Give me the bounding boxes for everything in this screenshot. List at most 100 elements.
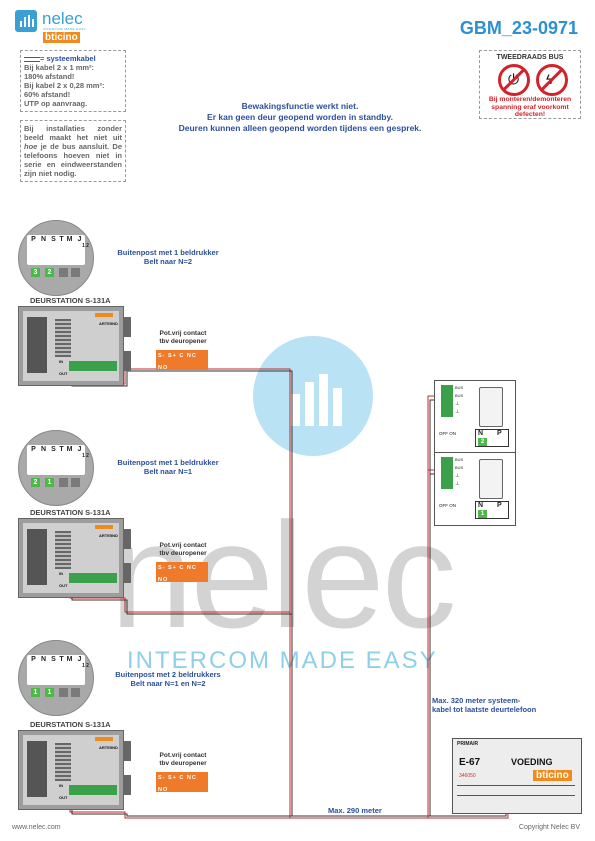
post-label-line: Belt naar N=1 en N=2 xyxy=(130,679,206,688)
relay-pin-labels: S- S+ C NC NO xyxy=(158,565,197,583)
dip-setting-empty xyxy=(71,688,80,697)
dip-label: S xyxy=(51,656,56,663)
dip-setting-empty xyxy=(59,478,68,487)
n-label: N xyxy=(478,502,484,509)
main-message-line: Er kan geen deur geopend worden in stand… xyxy=(207,112,393,122)
logo-tagline: INTERCOM MADE EASY xyxy=(43,27,87,31)
dip-switch xyxy=(27,655,85,685)
dip-label: N xyxy=(40,446,47,453)
dip-label: N xyxy=(40,236,47,243)
door-station-panel: IN OUT ARTE5ND xyxy=(18,306,131,386)
dip-label: M xyxy=(66,656,73,663)
panel-model-label: ARTE5ND xyxy=(99,321,118,326)
post-label: Buitenpost met 1 beldrukker Belt naar N=… xyxy=(98,458,238,476)
relay-terminal-block: S- S+ C NC NO xyxy=(156,562,208,583)
panel-model-label: ARTE5ND xyxy=(99,745,118,750)
relay-label-line: tbv deuropener xyxy=(159,550,207,557)
relay-pin-labels: S- S+ C NC NO xyxy=(158,353,197,371)
post-label-line: Buitenpost met 1 beldrukker xyxy=(117,458,219,467)
installation-note: Bij installaties zonder beeld maakt het … xyxy=(20,120,126,182)
dip-label: J xyxy=(77,236,82,243)
cable-note-line: Bij kabel 2 x 0,28 mm²: xyxy=(24,81,105,90)
power-supply-unit: PRIMAIR E-67 VOEDING 346050 bticino xyxy=(452,738,582,814)
p-label: P xyxy=(497,430,502,437)
main-message-line: Deuren kunnen alleen geopend worden tijd… xyxy=(178,123,422,133)
panel-out-label: OUT xyxy=(59,795,68,800)
cable-note-line: UTP op aanvraag. xyxy=(24,99,88,108)
phone-terminal-label: BUS xyxy=(455,457,464,462)
handset-icon xyxy=(479,387,503,427)
indoor-telephone: BUS BUS ⊥ ⊥ OFF ON N P 2 xyxy=(434,380,516,454)
warning-box: TWEEDRAADS BUS ⏻ ϟ Bij monteren/demonter… xyxy=(479,50,581,119)
post-label-line: Buitenpost met 1 beldrukker xyxy=(117,248,219,257)
phone-terminal-label: ⊥ xyxy=(455,481,460,487)
installation-note-emphasis: hoe xyxy=(24,142,38,151)
dip-label: S xyxy=(51,446,56,453)
dip-label: N xyxy=(40,656,47,663)
phone-terminal-label: BUS xyxy=(455,465,464,470)
relay-label: Pot.vrij contact tbv deuropener xyxy=(148,330,218,346)
psu-terminal-strip xyxy=(457,785,575,796)
dip-setting-empty xyxy=(59,688,68,697)
dip-setting-p: 3 xyxy=(31,268,40,277)
dip-label: J xyxy=(77,656,82,663)
dip-label: P xyxy=(31,236,36,243)
dip-setting-n: 1 xyxy=(45,688,54,697)
dip-label: J xyxy=(77,446,82,453)
phone-terminal-block xyxy=(441,457,453,489)
installation-note-text: je de bus aansluit. De telefoons hoeven … xyxy=(24,142,122,178)
station-title: DEURSTATION S-131A xyxy=(30,720,111,729)
relay-terminal-block: S- S+ C NC NO xyxy=(156,350,208,371)
cable-note-line: Bij kabel 2 x 1 mm²: xyxy=(24,63,95,72)
psu-code: 346050 xyxy=(459,773,476,779)
max-distance-label: Max. 290 meter xyxy=(328,806,382,815)
dip-label: M xyxy=(66,446,73,453)
panel-model-label: ARTE5ND xyxy=(99,533,118,538)
indoor-telephone: BUS BUS ⊥ ⊥ OFF ON N P 1 xyxy=(434,452,516,526)
dip-setting-p: 2 xyxy=(31,478,40,487)
relay-label-line: Pot.vrij contact xyxy=(159,542,207,549)
bus-wire-station-3-return xyxy=(71,802,430,817)
dip-label: 2 xyxy=(86,663,89,669)
station-title: DEURSTATION S-131A xyxy=(30,508,111,517)
relay-label-line: Pot.vrij contact xyxy=(159,330,207,337)
relay-pin-labels: S- S+ C NC NO xyxy=(158,775,197,793)
off-on-switch: OFF ON xyxy=(439,431,456,436)
relay-label-line: tbv deuropener xyxy=(159,760,207,767)
dip-label: M xyxy=(66,236,73,243)
dip-label: 1 xyxy=(82,663,85,669)
bticino-logo: bticino xyxy=(43,32,80,43)
phone-terminal-label: ⊥ xyxy=(455,409,460,415)
dip-label: S xyxy=(51,236,56,243)
max-system-cable-note: Max. 320 meter systeem- kabel tot laatst… xyxy=(432,696,536,714)
dip-label: T xyxy=(59,446,64,453)
panel-in-label: IN xyxy=(59,359,63,364)
psu-name: VOEDING xyxy=(511,757,553,767)
phone-terminal-block xyxy=(441,385,453,417)
door-station-panel: IN OUT ARTE5ND xyxy=(18,518,131,598)
no-plug-icon: ⏻ xyxy=(498,64,530,96)
dip-setting-p: 1 xyxy=(31,688,40,697)
relay-label: Pot.vrij contact tbv deuropener xyxy=(148,542,218,558)
door-station-panel: IN OUT ARTE5ND xyxy=(18,730,131,810)
dip-label: 2 xyxy=(86,453,89,459)
main-message-line: Bewakingsfunctie werkt niet. xyxy=(241,101,359,111)
footer-copyright: Copyright Nelec BV xyxy=(518,824,580,831)
footer-website[interactable]: www.nelec.com xyxy=(12,824,61,831)
nelec-logo-icon xyxy=(15,10,37,32)
no-power-icon: ϟ xyxy=(536,64,568,96)
main-message: Bewakingsfunctie werkt niet. Er kan geen… xyxy=(120,101,480,134)
button-coding-panel: P N S T M J 1 2 3 2 xyxy=(18,220,94,296)
psu-brand-logo: bticino xyxy=(533,770,572,781)
relay-label-line: tbv deuropener xyxy=(159,338,207,345)
button-coding-panel: P N S T M J 1 2 2 1 xyxy=(18,430,94,506)
cable-note: = systeemkabel Bij kabel 2 x 1 mm²: 180%… xyxy=(20,50,126,112)
dip-setting-n: 2 xyxy=(45,268,54,277)
cable-note-line: 180% afstand! xyxy=(24,72,75,81)
post-label: Buitenpost met 1 beldrukker Belt naar N=… xyxy=(98,248,238,266)
dip-label: T xyxy=(59,656,64,663)
installation-note-text: Bij installaties zonder beeld maakt het … xyxy=(24,124,122,142)
handset-icon xyxy=(479,459,503,499)
relay-terminal-block: S- S+ C NC NO xyxy=(156,772,208,793)
address-switch: N P 1 xyxy=(475,501,509,519)
